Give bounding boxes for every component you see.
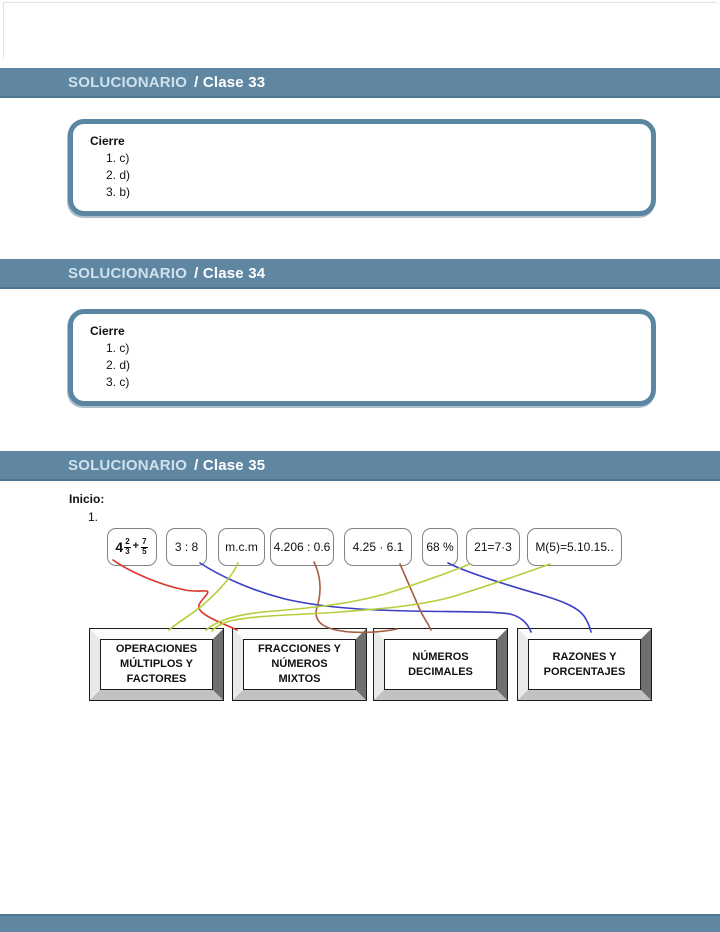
connector-line-percentage-to-razones (447, 562, 592, 633)
mixed-whole: 4 (115, 539, 124, 555)
expression-box-mcm: m.c.m (218, 528, 265, 566)
category-line: DECIMALES (408, 665, 473, 678)
section-subtitle: / Clase 35 (194, 456, 266, 474)
frame-bevel: RAZONES Y PORCENTAJES (518, 629, 651, 700)
expression-box-multiples: M(5)=5.10.15.. (527, 528, 622, 566)
expression-box-decimal-division: 4.206 : 0.6 (270, 528, 334, 566)
page-edge-hairline (3, 2, 717, 59)
expression-box-percentage: 68 % (422, 528, 458, 566)
cierre-box-clase-34: Cierre 1. c) 2. d) 3. c) (68, 309, 656, 406)
frame-bevel: NÚMEROS DECIMALES (374, 629, 507, 700)
category-line: NÚMEROS (271, 658, 328, 670)
answer-item: 3. c) (106, 375, 130, 389)
answer-item: 3. b) (106, 185, 131, 199)
cierre-title: Cierre (90, 324, 125, 338)
answer-item: 2. d) (106, 358, 131, 372)
category-line: FRACCIONES Y (258, 643, 341, 655)
category-line: PORCENTAJES (543, 665, 626, 678)
connector-line-ratio-to-razones (199, 562, 532, 633)
answer-item: 1. c) (106, 341, 130, 355)
expression-box-decimal-multiplication: 4.25 · 6.1 (344, 528, 412, 566)
inicio-label: Inicio: (69, 492, 105, 506)
section-header-clase-35: SOLUCIONARIO / Clase 35 (0, 451, 720, 481)
category-line: MIXTOS (278, 673, 321, 685)
section-header-clase-34: SOLUCIONARIO / Clase 34 (0, 259, 720, 289)
category-line: FACTORES (126, 673, 187, 685)
connector-line-multiples-to-operaciones (211, 563, 551, 632)
connector-line-mixed-fraction-to-fracciones (112, 559, 238, 631)
category-box-razones: RAZONES Y PORCENTAJES (517, 628, 652, 701)
item-number: 1. (88, 510, 99, 524)
connector-line-factorization-to-operaciones (205, 563, 471, 631)
page-footer-bar (0, 914, 720, 932)
section-title: SOLUCIONARIO (68, 456, 188, 474)
category-line: MÚLTIPLOS Y (120, 658, 193, 670)
expression-box-factorization: 21=7·3 (466, 528, 520, 566)
section-title: SOLUCIONARIO (68, 73, 188, 91)
connector-line-decimal-multiplication-to-decimales (399, 563, 432, 631)
answer-item: 2. d) (106, 168, 131, 182)
answer-item: 1. c) (106, 151, 130, 165)
cierre-box-clase-33: Cierre 1. c) 2. d) 3. b) (68, 119, 656, 216)
category-line: RAZONES Y (552, 650, 617, 663)
section-subtitle: / Clase 34 (194, 264, 266, 282)
category-line: OPERACIONES (115, 643, 198, 655)
section-header-clase-33: SOLUCIONARIO / Clase 33 (0, 68, 720, 98)
plus-operator: + (132, 540, 140, 552)
frame-bevel: OPERACIONES MÚLTIPLOS Y FACTORES (90, 629, 223, 700)
section-title: SOLUCIONARIO (68, 264, 188, 282)
cierre-title: Cierre (90, 134, 125, 148)
connector-line-mcm-to-operaciones (168, 562, 239, 631)
category-box-decimales: NÚMEROS DECIMALES (373, 628, 508, 701)
category-box-operaciones: OPERACIONES MÚLTIPLOS Y FACTORES (89, 628, 224, 701)
category-box-fracciones: FRACCIONES Y NÚMEROS MIXTOS (232, 628, 367, 701)
frame-bevel: FRACCIONES Y NÚMEROS MIXTOS (233, 629, 366, 700)
connector-line-decimal-division-to-decimales (313, 561, 398, 634)
expression-box-ratio: 3 : 8 (166, 528, 207, 566)
section-subtitle: / Clase 33 (194, 73, 266, 91)
category-line: NÚMEROS (412, 650, 469, 663)
